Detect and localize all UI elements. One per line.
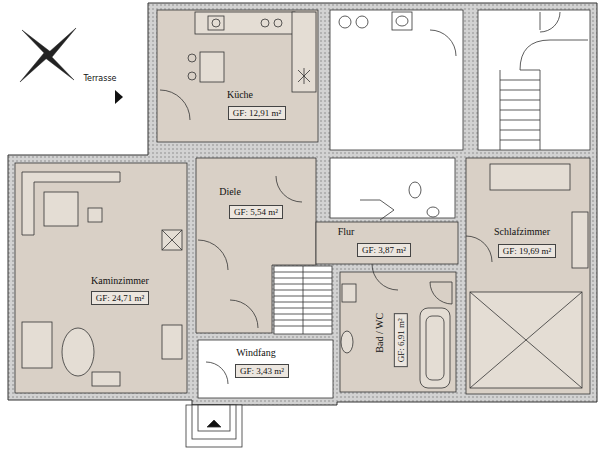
sideboard [162,325,182,359]
fireplace-mark [162,230,182,250]
kitchen-fan [298,68,310,84]
porch-floor [198,340,333,398]
stairwell-floor [478,10,590,150]
direction-label: Terrasse [83,74,116,83]
corner-sofa [22,172,120,235]
room-name: Flur [338,226,355,238]
door-swing [160,90,190,120]
toilet [409,182,421,198]
room-name: Windfang [236,347,276,359]
room-area-box: GF: 19,69 m² [498,244,556,258]
wc-wall [360,200,394,220]
hand-basin [427,207,439,217]
bed-mark [470,292,582,388]
basin-bowl [396,16,408,26]
side-table [88,208,102,222]
room: FlurGF: 3,87 m² [316,222,458,264]
door-swing [540,12,560,32]
bathtub-inner [426,316,444,380]
entry-arrow [207,420,221,427]
kitchen-counter [292,12,316,92]
dryer [356,16,368,28]
compass-rose [20,28,76,82]
chair [188,54,196,62]
door-swing [430,30,456,56]
room-floors [15,10,590,398]
utility-floor [330,10,463,150]
room-name: Küche [227,89,253,101]
basin [392,12,412,30]
door-swing [372,264,398,290]
door-swing [466,236,492,262]
oval-table [62,328,94,376]
double-bed [470,292,582,388]
bedroom-floor [466,158,590,394]
armchair [22,322,52,368]
room: Bad / WC GF: 6,91 m² [340,272,456,392]
stair-treads [274,266,332,334]
toilet [342,284,356,302]
dining-table [200,52,224,82]
step [192,405,236,439]
room-name: Kaminzimmer [91,275,149,287]
stair-floor [274,266,332,334]
room: KücheGF: 12,91 m² [157,10,318,142]
kitchen-sink [208,16,224,30]
room: DieleGF: 5,54 m² [196,158,316,265]
shower-tray [430,282,452,304]
door-swing [206,362,228,384]
room-area-box: GF: 6,91 m² [394,313,408,367]
room-name: Diele [219,186,241,198]
living-floor [15,163,187,393]
chair [188,72,196,80]
kitchen-floor [157,10,318,142]
sink-basin [212,19,220,27]
furniture [22,12,588,388]
outer-walls [8,3,597,405]
wash-basin [341,331,353,353]
door-swing [198,240,228,270]
stove-plate [261,19,269,27]
wardrobe [572,212,588,268]
stove-plate [274,19,282,27]
room: WindfangGF: 3,43 m² [198,340,333,398]
room-area-box: GF: 3,43 m² [235,364,289,378]
cabinet [92,372,120,386]
stair-treads [500,40,588,150]
bedroom-sofa [490,164,570,190]
room-area-box: GF: 24,71 m² [91,291,149,305]
fireplace [162,230,182,250]
room-area-box: GF: 3,87 m² [357,243,411,257]
coffee-table [44,192,78,226]
room-name: Schlafzimmer [494,226,550,238]
step [186,405,242,447]
kitchen-counter [195,12,295,34]
room-name: Bad / WC [374,313,386,353]
door-swing [276,176,302,202]
door-swing [230,300,258,328]
room: KaminzimmerGF: 24,71 m² [15,163,187,393]
terrace-arrow [115,90,123,104]
room-area-box: GF: 5,54 m² [229,205,283,219]
bathtub [420,308,450,388]
room-area-box: GF: 12,91 m² [228,106,286,120]
entrance-steps [186,405,242,447]
washer [339,16,351,28]
step [198,405,230,431]
room: SchlafzimmerGF: 19,69 m² [466,158,590,394]
corridor-floor [316,222,458,264]
